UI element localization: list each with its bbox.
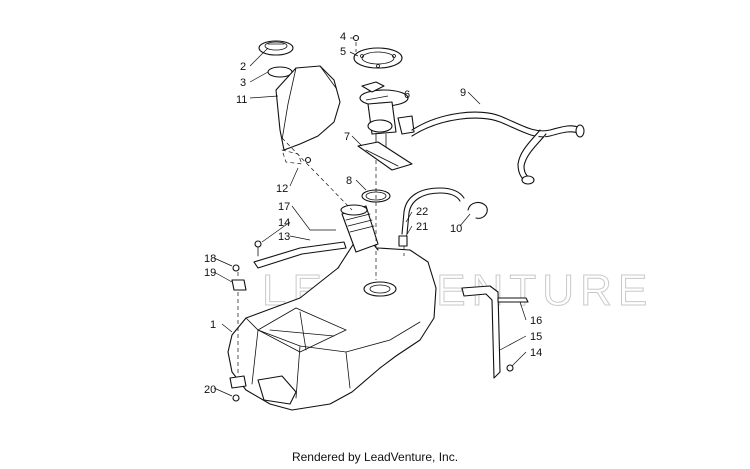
vent-hose[interactable] bbox=[401, 187, 465, 235]
callout-3: 3 bbox=[240, 77, 246, 89]
callout-9: 9 bbox=[460, 87, 466, 99]
callout-2: 2 bbox=[240, 61, 246, 73]
left-tank-strap[interactable] bbox=[253, 241, 347, 269]
fuel-pump-assembly[interactable] bbox=[359, 81, 415, 159]
callout-10: 10 bbox=[450, 223, 462, 235]
callout-6: 6 bbox=[404, 89, 410, 101]
callout-5: 5 bbox=[340, 46, 346, 58]
callout-22: 22 bbox=[416, 206, 428, 218]
fuel-line-hose[interactable] bbox=[411, 111, 585, 185]
callout-8: 8 bbox=[346, 175, 352, 187]
right-strap-screw[interactable] bbox=[506, 364, 514, 372]
callout-20: 20 bbox=[204, 384, 216, 396]
shroud-clip[interactable] bbox=[281, 149, 312, 165]
callout-19: 19 bbox=[204, 267, 216, 279]
callout-17: 17 bbox=[278, 201, 290, 213]
callout-12: 12 bbox=[276, 183, 288, 195]
left-strap-bolt[interactable] bbox=[254, 240, 262, 257]
right-tank-strap[interactable] bbox=[461, 285, 501, 379]
callout-1: 1 bbox=[210, 319, 216, 331]
fuel-cap[interactable] bbox=[258, 40, 294, 56]
hose-clamp[interactable] bbox=[467, 201, 488, 219]
callout-4: 4 bbox=[340, 31, 346, 43]
filler-neck-shroud[interactable] bbox=[275, 65, 341, 151]
callout-14b: 14 bbox=[530, 347, 542, 359]
callout-15: 15 bbox=[530, 331, 542, 343]
callout-14: 14 bbox=[278, 217, 290, 229]
cap-gasket[interactable] bbox=[267, 66, 293, 78]
callout-18: 18 bbox=[204, 253, 216, 265]
callout-11: 11 bbox=[236, 94, 247, 106]
filler-tube[interactable] bbox=[340, 204, 379, 253]
pump-retainer-plate[interactable] bbox=[353, 47, 403, 69]
bottom-grommet[interactable] bbox=[229, 375, 247, 402]
pump-bracket[interactable] bbox=[357, 141, 413, 171]
callout-16: 16 bbox=[530, 315, 542, 327]
callout-7: 7 bbox=[344, 131, 350, 143]
rear-grommet[interactable] bbox=[231, 264, 247, 291]
fuel-tank[interactable] bbox=[227, 239, 437, 411]
callout-21: 21 bbox=[416, 221, 428, 233]
callout-13: 13 bbox=[278, 231, 290, 243]
pump-screw[interactable] bbox=[352, 34, 360, 53]
render-credit: Rendered by LeadVenture, Inc. bbox=[291, 450, 459, 464]
vent-fitting[interactable] bbox=[398, 235, 408, 247]
right-strap-bolt[interactable] bbox=[497, 297, 529, 303]
